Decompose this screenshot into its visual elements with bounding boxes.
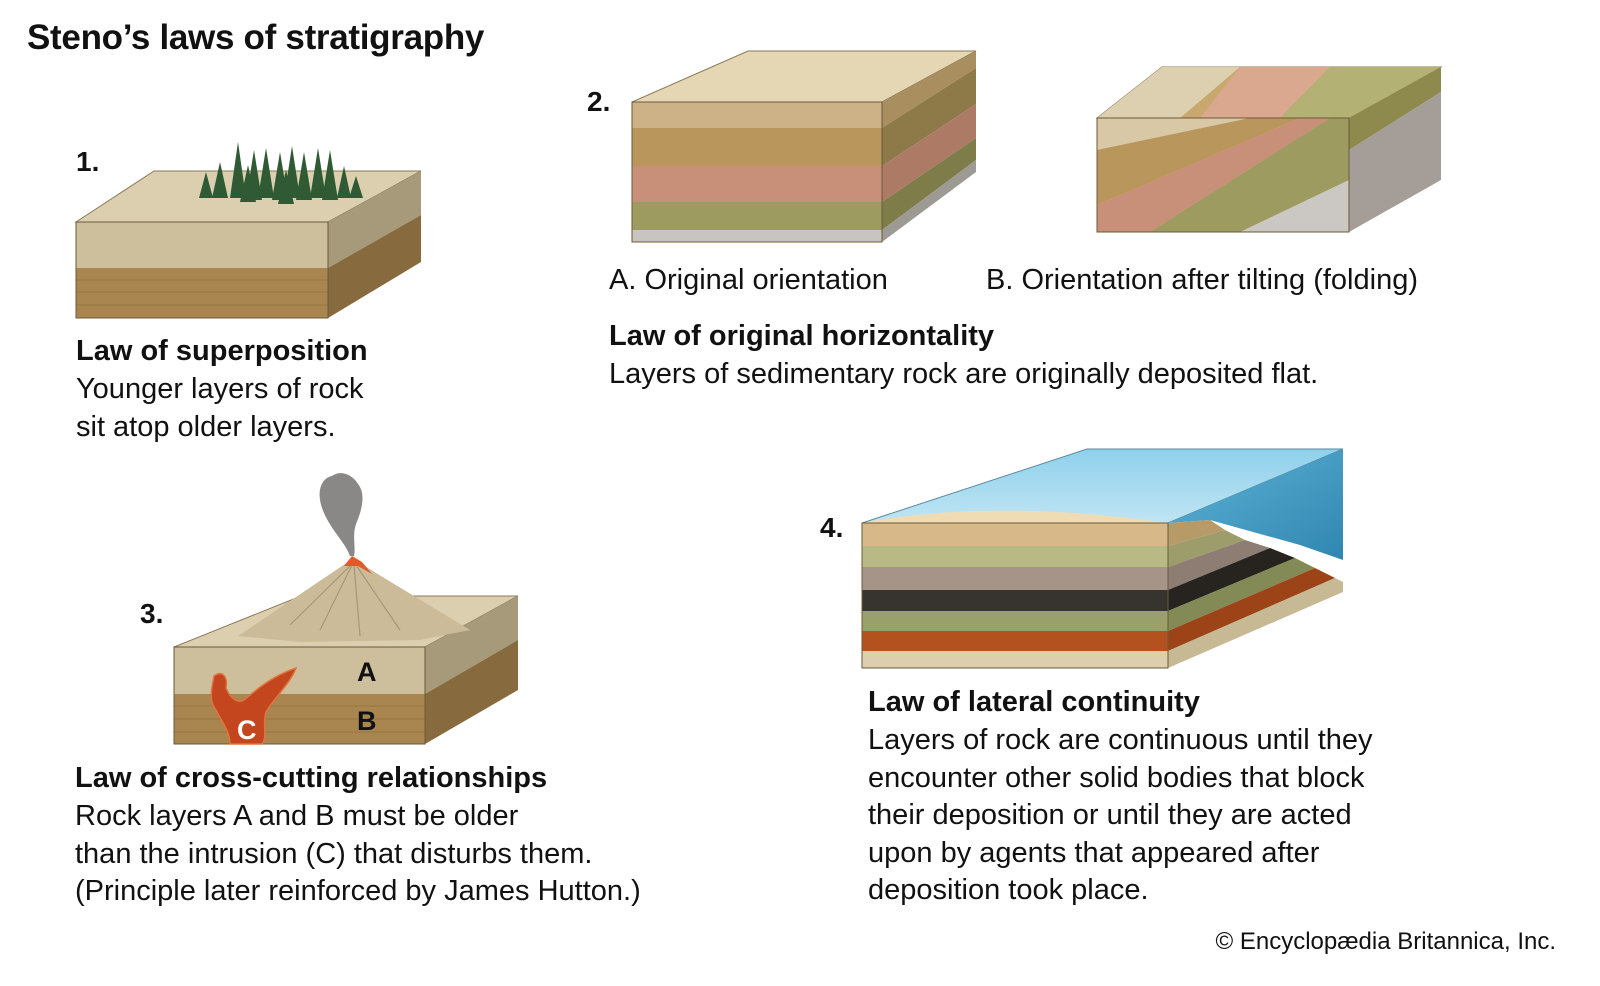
block4-top-beach xyxy=(862,510,1168,523)
illustration-shape xyxy=(240,165,256,202)
ash-plume-icon xyxy=(319,473,363,556)
illustration-shape xyxy=(882,104,976,202)
law-4-description-line-1: Layers of rock are continuous until they xyxy=(868,724,1373,756)
intrusion-c-icon xyxy=(210,666,298,745)
illustration-shape xyxy=(425,596,518,694)
law-1-description-line-1: Younger layers of rock xyxy=(76,373,364,405)
label-c: C xyxy=(237,715,257,745)
lava-icon xyxy=(344,556,372,574)
block2b-tilted-olive xyxy=(1150,118,1349,232)
block1-upper-layer xyxy=(76,222,328,268)
illustration-shape xyxy=(1097,67,1240,118)
illustration-shape xyxy=(1168,449,1343,560)
illustration-shape xyxy=(212,162,228,198)
illustration-shape xyxy=(1168,558,1315,631)
law-4-description-line-5: deposition took place. xyxy=(868,874,1149,906)
block1-lower-layer xyxy=(76,268,328,318)
illustration-shape xyxy=(199,172,213,198)
block4-layer-mauve xyxy=(862,567,1168,590)
block2a-layer-pink xyxy=(632,166,882,202)
law-4-description-line-3: their deposition or until they are acted xyxy=(868,799,1352,831)
block2a-layer-sand xyxy=(632,102,882,128)
law-3-description-line-3: (Principle later reinforced by James Hut… xyxy=(75,875,641,907)
label-a: A xyxy=(357,657,377,687)
block4-layer-cream xyxy=(862,651,1168,668)
law-3-description-line-2: than the intrusion (C) that disturbs the… xyxy=(75,838,593,870)
illustration-shape xyxy=(1168,530,1245,567)
illustration-shape xyxy=(75,221,329,319)
block2b-tilted-gray xyxy=(1240,180,1349,232)
law-1-description-line-2: sit atop older layers. xyxy=(76,411,336,443)
illustration-shape xyxy=(1168,520,1225,546)
illustration-shape xyxy=(1168,548,1295,611)
illustration-shape xyxy=(173,646,426,745)
illustration-shape xyxy=(1096,117,1350,233)
caption-original-orientation: A. Original orientation xyxy=(609,264,888,296)
illustration-shape xyxy=(631,101,883,243)
illustration-shape xyxy=(355,564,401,631)
law-3-title: Law of cross-cutting relationships xyxy=(75,762,548,794)
caption-after-tilting: B. Orientation after tilting (folding) xyxy=(986,264,1418,296)
illustration-shape xyxy=(1168,568,1335,651)
illustration-shape xyxy=(1280,67,1441,118)
volcano-icon xyxy=(238,562,470,642)
forest-icon xyxy=(199,142,363,204)
illustration-shape xyxy=(1168,540,1270,590)
illustration-shape xyxy=(289,564,401,637)
law-1-number: 1. xyxy=(76,146,100,177)
block1-side-lower xyxy=(328,215,421,318)
illustration-shape xyxy=(349,176,363,198)
law-4-title: Law of lateral continuity xyxy=(868,686,1200,718)
illustration-shape xyxy=(258,148,274,198)
illustration-shape xyxy=(1168,578,1343,668)
law-2-description-line-1: Layers of sedimentary rock are originall… xyxy=(609,358,1319,390)
law-3-description-line-1: Rock layers A and B must be older xyxy=(75,800,519,832)
copyright-notice: © Encyclopædia Britannica, Inc. xyxy=(1215,928,1556,955)
illustration-shape xyxy=(861,522,1169,669)
illustration-shape xyxy=(296,152,312,200)
illustration-shape xyxy=(425,640,518,744)
law-2-title: Law of original horizontality xyxy=(609,320,995,352)
block4-layer-black xyxy=(862,590,1168,611)
law-4-number: 4. xyxy=(820,512,844,543)
illustration-shape xyxy=(353,564,361,637)
block4-layer-olive xyxy=(862,611,1168,631)
block2b-tilted-pink xyxy=(1097,118,1330,232)
label-b: B xyxy=(357,706,377,736)
illustration-shape xyxy=(76,279,328,306)
illustration-shape xyxy=(289,565,351,626)
law-2-number: 2. xyxy=(587,86,611,117)
block4-layer-rust xyxy=(862,631,1168,651)
page-title: Steno’s laws of stratigraphy xyxy=(27,18,485,57)
illustration-shape xyxy=(1200,67,1330,118)
law-4-description-line-2: encounter other solid bodies that block xyxy=(868,762,1365,794)
illustration-shape xyxy=(230,142,246,198)
illustration-shape xyxy=(310,148,326,198)
block1-side-upper xyxy=(328,171,421,268)
illustration-shape xyxy=(1349,67,1441,150)
illustration-shape xyxy=(322,150,338,200)
illustration-shape xyxy=(882,160,976,242)
illustration-shape xyxy=(882,68,976,166)
block2a-layer-sandstone xyxy=(632,128,882,166)
illustration-shape xyxy=(337,166,351,198)
illustration-shape xyxy=(278,170,294,204)
law-4-description-line-4: upon by agents that appeared after xyxy=(868,837,1320,869)
illustration-shape xyxy=(882,51,976,128)
illustration-shape xyxy=(1349,92,1441,232)
law-3-number: 3. xyxy=(140,598,164,629)
block4-layer-sand xyxy=(862,523,1168,546)
illustration-shape xyxy=(319,564,353,631)
block2a-layer-olive xyxy=(632,202,882,230)
illustration-shape xyxy=(882,138,976,230)
illustration-shape xyxy=(1097,118,1349,232)
block4-layer-lightgreen xyxy=(862,546,1168,567)
block2a-layer-gray xyxy=(632,230,882,242)
law-1-title: Law of superposition xyxy=(76,335,368,367)
